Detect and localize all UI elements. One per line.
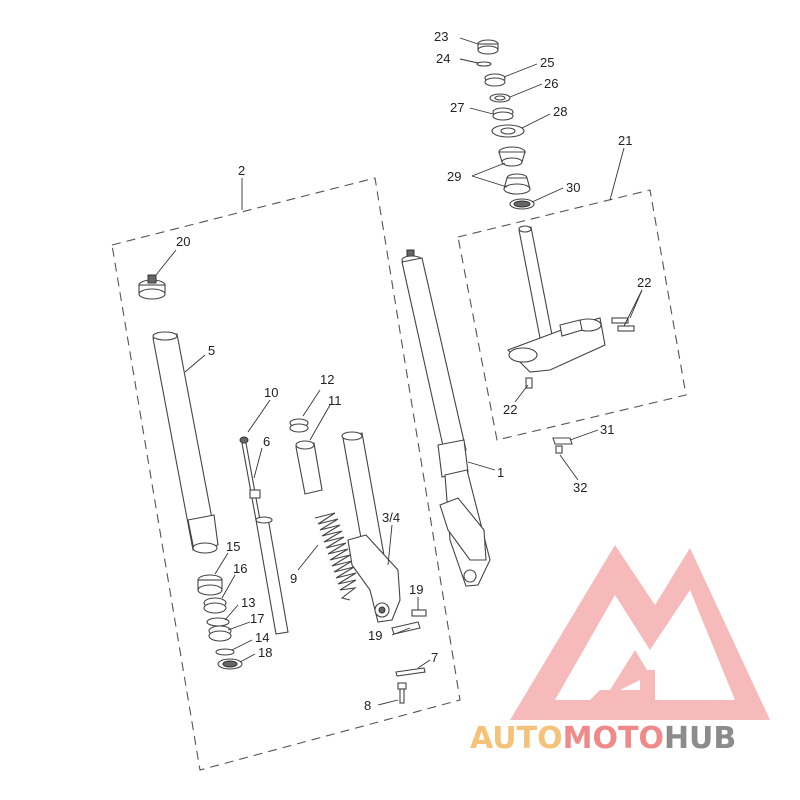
callout-13: 13 xyxy=(241,595,255,610)
callout-labels: 1 2 3/4 5 6 7 8 9 10 11 12 13 14 15 16 1… xyxy=(176,29,651,713)
part-8-bolt xyxy=(397,682,407,704)
callout-30: 30 xyxy=(566,180,580,195)
callout-21: 21 xyxy=(618,133,632,148)
part-12-spacer-ring xyxy=(289,418,309,433)
callout-28: 28 xyxy=(553,104,567,119)
part-31-clip xyxy=(552,437,573,445)
part-21-bottom-yoke xyxy=(507,225,606,373)
assembly-box-2 xyxy=(111,177,461,771)
callout-20: 20 xyxy=(176,234,190,249)
part-18-dust-seal xyxy=(217,658,243,670)
callout-16: 16 xyxy=(233,561,247,576)
part-9-fork-spring xyxy=(314,512,357,601)
callout-6: 6 xyxy=(263,434,270,449)
callout-18: 18 xyxy=(258,645,272,660)
part-30-seal xyxy=(509,198,535,210)
watermark-hub: HUB xyxy=(664,721,736,756)
assembly-box-21 xyxy=(457,189,687,441)
callout-19-lower: 19 xyxy=(368,628,382,643)
callout-3-4: 3/4 xyxy=(382,510,400,525)
callout-31: 31 xyxy=(600,422,614,437)
callout-22-lower: 22 xyxy=(503,402,517,417)
callout-8: 8 xyxy=(364,698,371,713)
part-28-dust-cover xyxy=(491,124,525,138)
callout-25: 25 xyxy=(540,55,554,70)
part-25-nut xyxy=(484,73,506,87)
callout-29: 29 xyxy=(447,169,461,184)
part-26-washer xyxy=(489,93,511,103)
part-1-fork-assembly xyxy=(401,249,491,587)
watermark-auto: AUTO xyxy=(470,721,563,756)
callout-22-upper: 22 xyxy=(637,275,651,290)
part-3-4-inner-tube xyxy=(341,431,401,623)
callout-27: 27 xyxy=(450,100,464,115)
part-23-nut xyxy=(477,39,499,55)
callout-14: 14 xyxy=(255,630,269,645)
part-24-washer xyxy=(476,61,492,67)
part-27-nut xyxy=(492,107,514,121)
part-16-bush xyxy=(203,597,227,614)
part-22-pinch-bolts xyxy=(525,317,635,389)
callout-17: 17 xyxy=(250,611,264,626)
callout-5: 5 xyxy=(208,343,215,358)
leader-lines xyxy=(155,37,643,706)
callout-9: 9 xyxy=(290,571,297,586)
callout-32: 32 xyxy=(573,480,587,495)
callout-11: 11 xyxy=(328,393,342,408)
part-5-outer-tube xyxy=(152,331,219,554)
callout-10: 10 xyxy=(264,385,278,400)
part-14-clip xyxy=(215,648,235,656)
callout-24: 24 xyxy=(436,51,450,66)
callout-26: 26 xyxy=(544,76,558,91)
callout-2: 2 xyxy=(238,163,245,178)
callout-1: 1 xyxy=(497,465,504,480)
watermark-logo xyxy=(510,545,770,720)
part-17-seal xyxy=(208,625,232,642)
callout-12: 12 xyxy=(320,372,334,387)
watermark-moto: MOTO xyxy=(563,721,664,756)
callout-15: 15 xyxy=(226,539,240,554)
callout-23: 23 xyxy=(434,29,448,44)
part-19-bolts xyxy=(391,609,427,635)
part-29-bearings xyxy=(498,146,531,195)
watermark-text: AUTOMOTOHUB xyxy=(470,721,736,756)
part-11-spacer-tube xyxy=(295,440,323,495)
part-15-bush xyxy=(197,574,223,596)
part-32-screw xyxy=(555,445,563,454)
callout-19-upper: 19 xyxy=(409,582,423,597)
part-6-damper-rod xyxy=(239,436,289,635)
callout-7: 7 xyxy=(431,650,438,665)
part-20-top-cap xyxy=(138,274,166,300)
part-7-washer xyxy=(395,667,426,677)
